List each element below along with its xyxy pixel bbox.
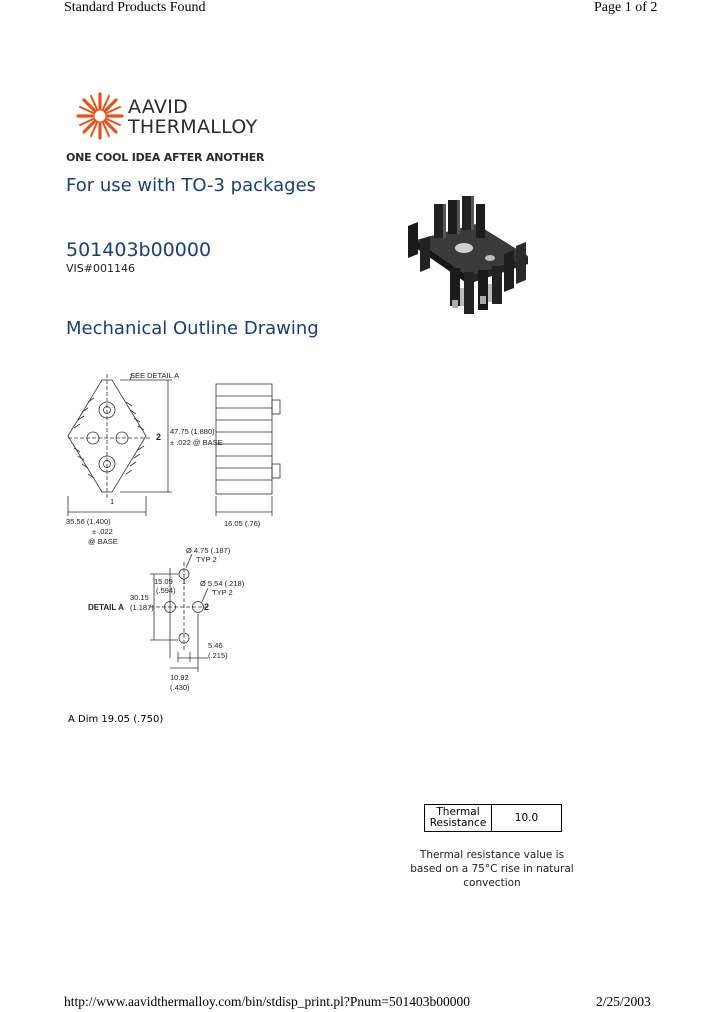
width-tolerance: ± .022 [92,527,113,536]
detail-label-1: 1 [182,577,186,586]
dim-30-value: 30.15 [130,593,149,602]
section-title: Mechanical Outline Drawing [66,318,319,339]
dim-5-value: 5.46 [208,641,223,650]
see-detail-a-label: SEE DETAIL A [130,371,179,380]
detail-label-2: 2 [204,602,209,612]
width-dim: 35.56 (1.400) [66,517,111,526]
width-base: @ BASE [88,537,118,546]
dim-10-inch: (.430) [170,683,190,692]
thermal-note: Thermal resistance value is based on a 7… [410,849,574,889]
page-number: Page 1 of 2 [594,0,658,15]
hole-a-typ: TYP 2 [196,555,217,564]
dim-15-inch: (.594) [156,586,176,595]
a-dimension: A Dim 19.05 (.750) [68,714,164,725]
detail-a-drawing: Ø 4.75 (.187) TYP 2 Ø 5.54 (.218) TYP 2 … [86,540,286,696]
label-1: 1 [110,497,114,506]
dim-30-inch: (1.187) [130,603,154,612]
mechanical-drawing: SEE DETAIL A 2 1 47.75 (1.880) ± .022 @ … [60,366,300,556]
heatsink-product-image [406,196,532,316]
logo-aavid: AAVID [128,96,189,118]
hole-a-dim: Ø 4.75 (.187) [186,546,231,555]
footer-url[interactable]: http://www.aavidthermalloy.com/bin/stdis… [64,994,470,1009]
product-use: For use with TO-3 packages [66,175,317,196]
side-dim: 16.05 (.76) [224,519,261,528]
thermal-value: 10.0 [491,804,562,832]
dim-5-inch: (.215) [208,651,228,660]
vis-number: VIS#001146 [66,262,135,275]
part-number: 501403b00000 [66,239,212,261]
thermal-table: Thermal Resistance 10.0 [424,804,562,832]
detail-a-label: DETAIL A [88,603,124,612]
header-title: Standard Products Found [64,0,206,15]
label-2: 2 [156,432,161,442]
footer-date: 2/25/2003 [596,994,651,1009]
thermal-label: Thermal Resistance [424,804,492,832]
aavid-sunburst-logo-icon [76,92,124,140]
height-dim: 47.75 (1.880) [170,427,215,436]
dim-10-value: 10.92 [170,673,189,682]
height-tolerance: ± .022 @ BASE [170,438,223,447]
logo-tagline: ONE COOL IDEA AFTER ANOTHER [66,151,265,164]
logo-thermalloy: THERMALLOY [128,116,258,138]
dim-15-value: 15.09 [154,577,173,586]
hole-b-dim: Ø 5.54 (.218) [200,579,245,588]
hole-b-typ: TYP 2 [212,588,233,597]
